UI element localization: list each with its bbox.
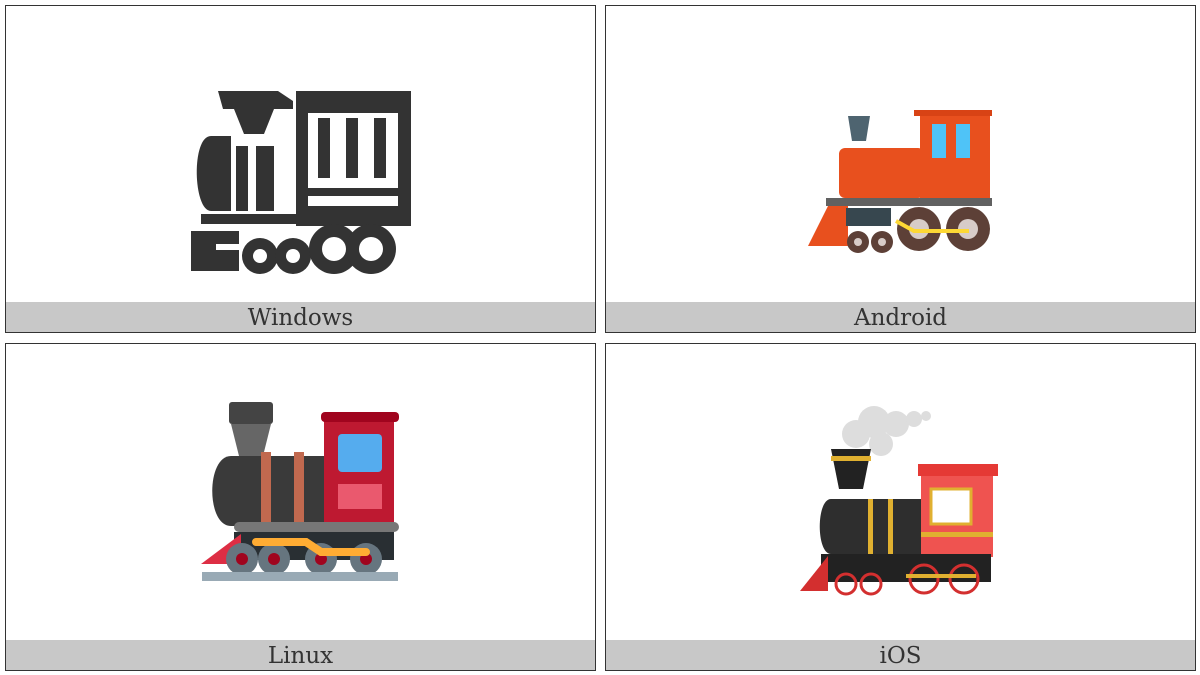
locomotive-icon — [808, 110, 992, 253]
locomotive-icon — [201, 402, 399, 581]
panel-linux: Linux — [5, 343, 596, 671]
panel-ios: iOS — [605, 343, 1196, 671]
panel-android: Android — [605, 5, 1196, 333]
platform-label: iOS — [606, 640, 1195, 670]
platform-label: Android — [606, 302, 1195, 332]
platform-label: Linux — [6, 640, 595, 670]
locomotive-icon — [800, 406, 998, 596]
locomotive-icon — [191, 91, 411, 274]
panel-windows: Windows — [5, 5, 596, 333]
platform-label: Windows — [6, 302, 595, 332]
